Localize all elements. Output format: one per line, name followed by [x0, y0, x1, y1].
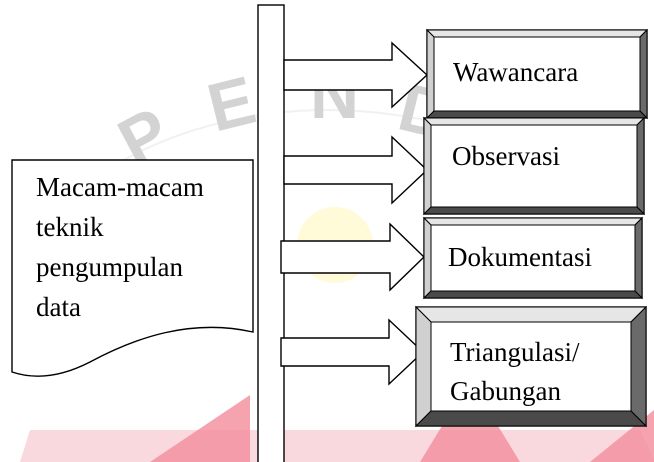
source-label-line-1: Macam-macam — [36, 172, 204, 202]
technique-label-triangulasi-line-1: Triangulasi/ — [450, 337, 580, 367]
technique-boxes: Wawancara Observasi Dokumentasi — [414, 28, 649, 428]
arrow-1 — [283, 41, 429, 109]
technique-box-3: Dokumentasi — [422, 216, 644, 300]
vertical-connector-bar — [257, 4, 285, 462]
technique-label-wawancara: Wawancara — [453, 57, 578, 87]
arrow-2 — [283, 135, 429, 205]
source-label-line-3: pengumpulan — [36, 252, 183, 282]
arrow-3 — [280, 222, 426, 292]
source-document: Macam-macam teknik pengumpulan data — [11, 159, 254, 377]
technique-box-4: Triangulasi/ Gabungan — [414, 305, 648, 428]
technique-label-dokumentasi: Dokumentasi — [448, 242, 592, 272]
technique-label-triangulasi-line-2: Gabungan — [450, 376, 561, 406]
technique-box-1: Wawancara — [425, 28, 649, 120]
watermark-red-shape — [20, 430, 654, 462]
source-label-line-4: data — [36, 292, 81, 322]
technique-label-observasi: Observasi — [452, 141, 560, 171]
svg-text:E: E — [200, 62, 262, 147]
source-label-line-2: teknik — [36, 212, 104, 242]
arrows — [280, 41, 429, 386]
arrow-4 — [280, 318, 425, 386]
technique-box-2: Observasi — [422, 116, 646, 216]
